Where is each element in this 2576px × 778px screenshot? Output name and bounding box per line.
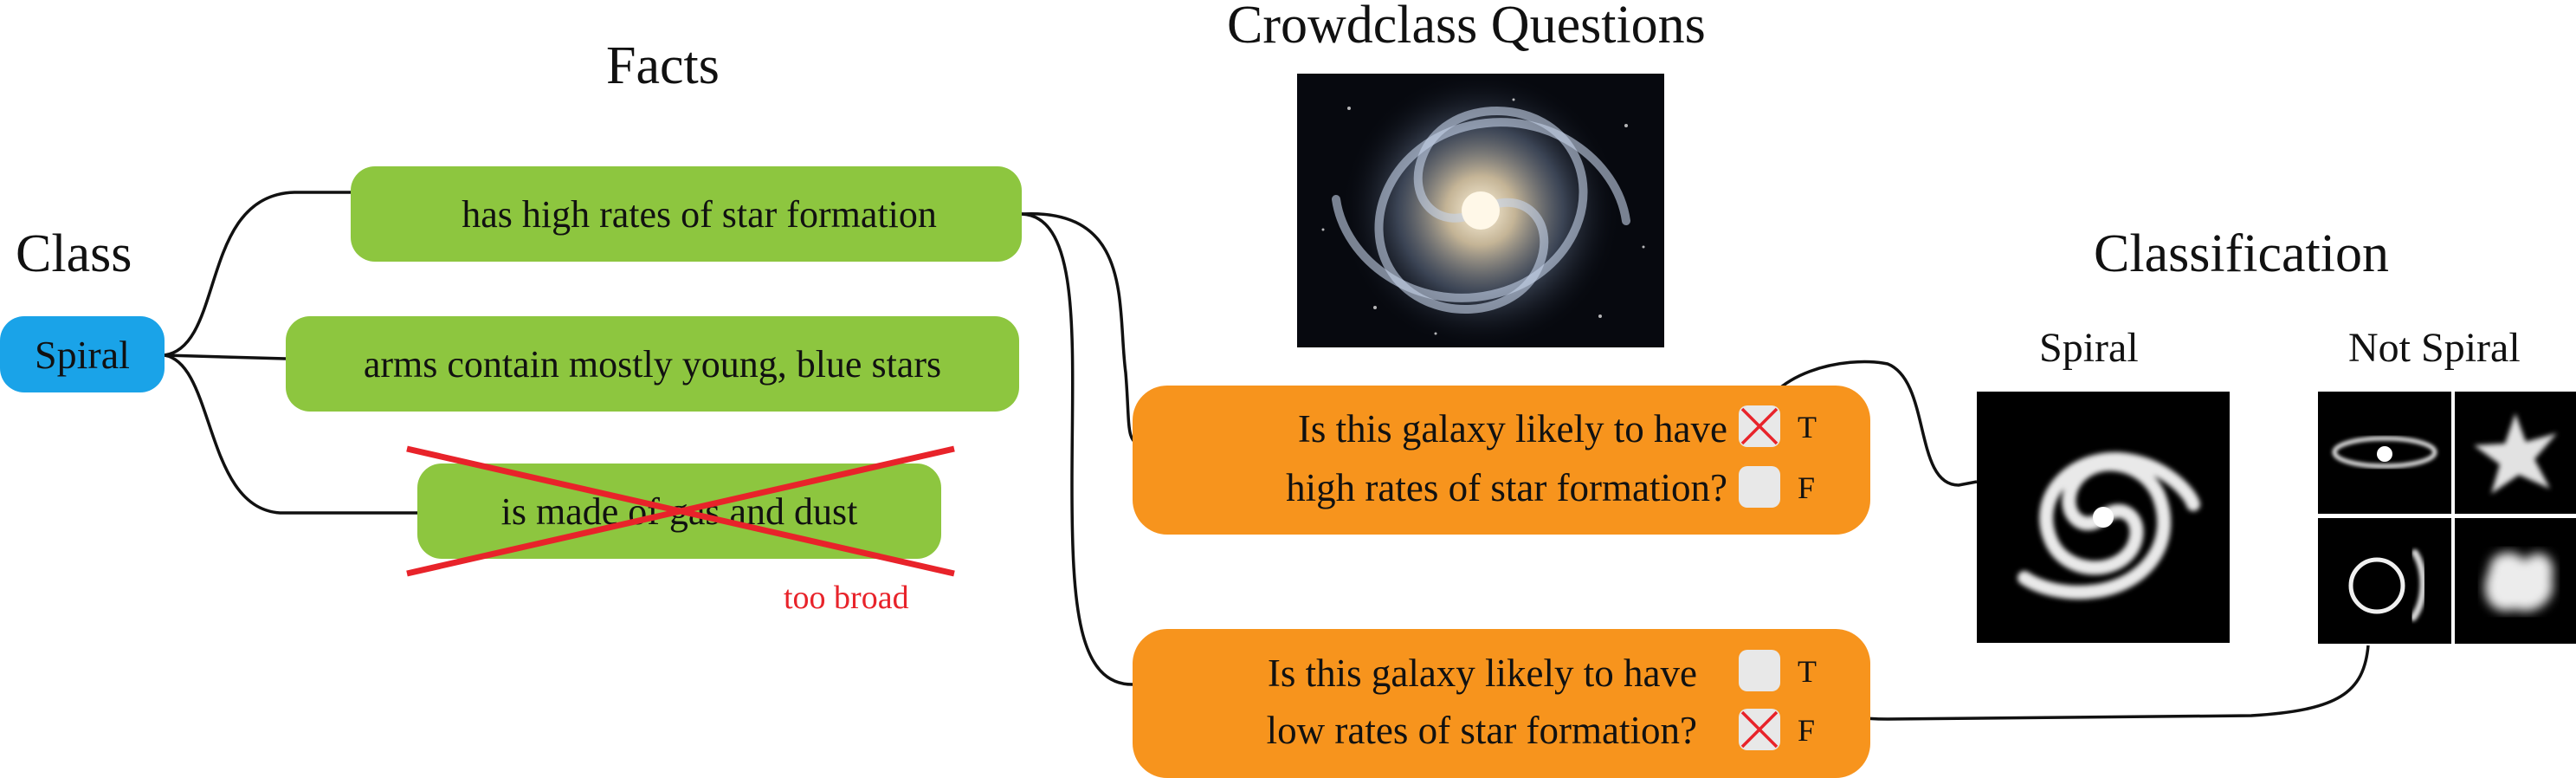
question-high-line1: Is this galaxy likely to have xyxy=(1297,407,1727,451)
heading-facts: Facts xyxy=(606,36,720,95)
checkbox-low-true[interactable] xyxy=(1739,650,1780,691)
question-low-line2: low rates of star formation? xyxy=(1266,709,1697,752)
label-high-false: F xyxy=(1798,470,1816,505)
class-node-spiral: Spiral xyxy=(0,316,165,392)
cross-mark-icon xyxy=(1740,407,1779,445)
heading-classification: Classification xyxy=(2094,224,2389,283)
spiral-galaxy-thumbnail xyxy=(1977,392,2230,643)
irregular-star-thumbnail xyxy=(2455,392,2576,514)
question-low-line1: Is this galaxy likely to have xyxy=(1267,652,1697,695)
checkbox-high-true[interactable] xyxy=(1739,405,1780,447)
label-spiral: Spiral xyxy=(2039,325,2139,371)
rejected-note: too broad xyxy=(784,580,909,616)
rejected-cross-icon xyxy=(406,445,955,577)
elliptical-ring-thumbnail xyxy=(2318,392,2451,514)
ring-galaxy-thumbnail xyxy=(2318,518,2451,644)
checkbox-low-false[interactable] xyxy=(1739,709,1780,750)
cross-mark-icon xyxy=(1740,710,1779,749)
label-high-true: T xyxy=(1798,410,1817,444)
heading-crowdclass-questions: Crowdclass Questions xyxy=(1227,0,1706,55)
question-high-line2: high rates of star formation? xyxy=(1286,466,1727,509)
fact-young-blue-stars: arms contain mostly young, blue stars xyxy=(286,316,1019,412)
label-low-false: F xyxy=(1798,713,1816,748)
heading-class: Class xyxy=(16,224,132,283)
label-low-true: T xyxy=(1798,654,1817,689)
galaxy-photo xyxy=(1297,74,1664,347)
label-not-spiral: Not Spiral xyxy=(2348,325,2521,371)
checkbox-high-false[interactable] xyxy=(1739,466,1780,508)
blob-thumbnail xyxy=(2455,518,2576,644)
fact-high-star-formation: has high rates of star formation xyxy=(351,166,1022,262)
